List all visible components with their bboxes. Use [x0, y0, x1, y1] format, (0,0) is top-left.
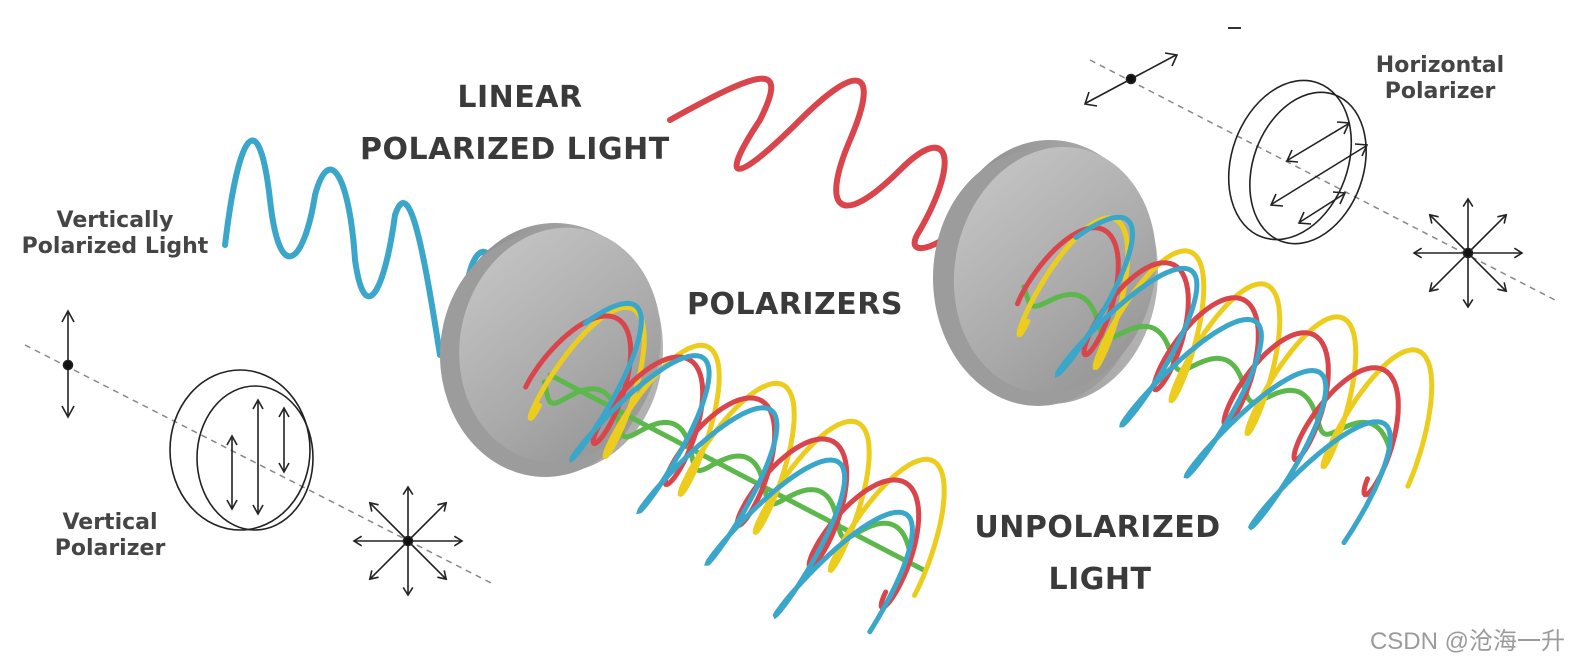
vertical-polarizer-icon — [24, 344, 496, 586]
red-wave-left — [523, 313, 922, 611]
star-arrowhead — [1462, 197, 1474, 208]
star-arrowhead — [1497, 282, 1508, 293]
linear-label: LINEAR — [420, 80, 620, 116]
vertical-arrow-icon — [61, 309, 75, 419]
polarizers-label: POLARIZERS — [686, 287, 904, 322]
star-center — [402, 535, 414, 547]
polarized-light-label: POLARIZED LIGHT — [360, 132, 669, 168]
unpolarized-star-icon-left — [352, 485, 464, 597]
linear-label-line1: LINEAR — [457, 80, 583, 115]
blue-wave-right — [1055, 214, 1393, 546]
star-ray — [1467, 214, 1507, 254]
yellow-wave-right — [1016, 215, 1435, 489]
blue-wave-left — [569, 300, 915, 635]
diagonal-arrow-icon — [1083, 52, 1179, 107]
star-arrowhead — [437, 570, 448, 581]
unpolarized-star-icon-right — [1412, 197, 1524, 309]
star-ray — [369, 502, 409, 542]
linear-polarized-wave — [667, 75, 968, 251]
star-arrowhead — [1462, 298, 1474, 309]
linear-label-line2: POLARIZED LIGHT — [360, 132, 670, 167]
unpolarized-light-bundle-left — [523, 300, 947, 635]
star-arrowhead — [1497, 213, 1508, 224]
unpolarized-light-bundle-right — [1015, 214, 1435, 546]
star-arrowhead — [368, 501, 379, 512]
star-ray — [407, 540, 447, 580]
unpolarized-light-label: LIGHT — [1048, 562, 1152, 597]
vertical-polarizer-label: Vertical Polarizer — [54, 510, 166, 562]
horizontal-polarizer-icon — [1089, 59, 1556, 301]
star-arrowhead — [368, 570, 379, 581]
star-center — [1462, 247, 1474, 259]
star-arrowhead — [402, 485, 414, 496]
vertically-polarized-light-label: Vertically Polarized Light — [21, 208, 209, 260]
star-arrowhead — [352, 535, 363, 547]
star-ray — [1429, 214, 1469, 254]
star-ray — [1467, 252, 1507, 292]
unpolarized-label: UNPOLARIZED — [974, 510, 1221, 545]
star-ray — [1429, 252, 1469, 292]
star-arrowhead — [1428, 213, 1439, 224]
star-arrowhead — [437, 501, 448, 512]
star-ray — [407, 502, 447, 542]
star-arrowhead — [402, 586, 414, 597]
yellow-wave-left — [527, 304, 947, 598]
star-ray — [369, 540, 409, 580]
star-arrowhead — [453, 535, 464, 547]
star-arrowhead — [1412, 247, 1423, 259]
horizontal-polarizer-label: Horizontal Polarizer — [1375, 53, 1505, 105]
star-arrowhead — [1428, 282, 1439, 293]
watermark: CSDN @沧海一升 — [1369, 628, 1565, 655]
star-arrowhead — [1513, 247, 1524, 259]
green-helix-right — [1021, 284, 1392, 450]
vertically-polarized-wave — [222, 137, 443, 358]
green-helix-left — [541, 379, 912, 553]
